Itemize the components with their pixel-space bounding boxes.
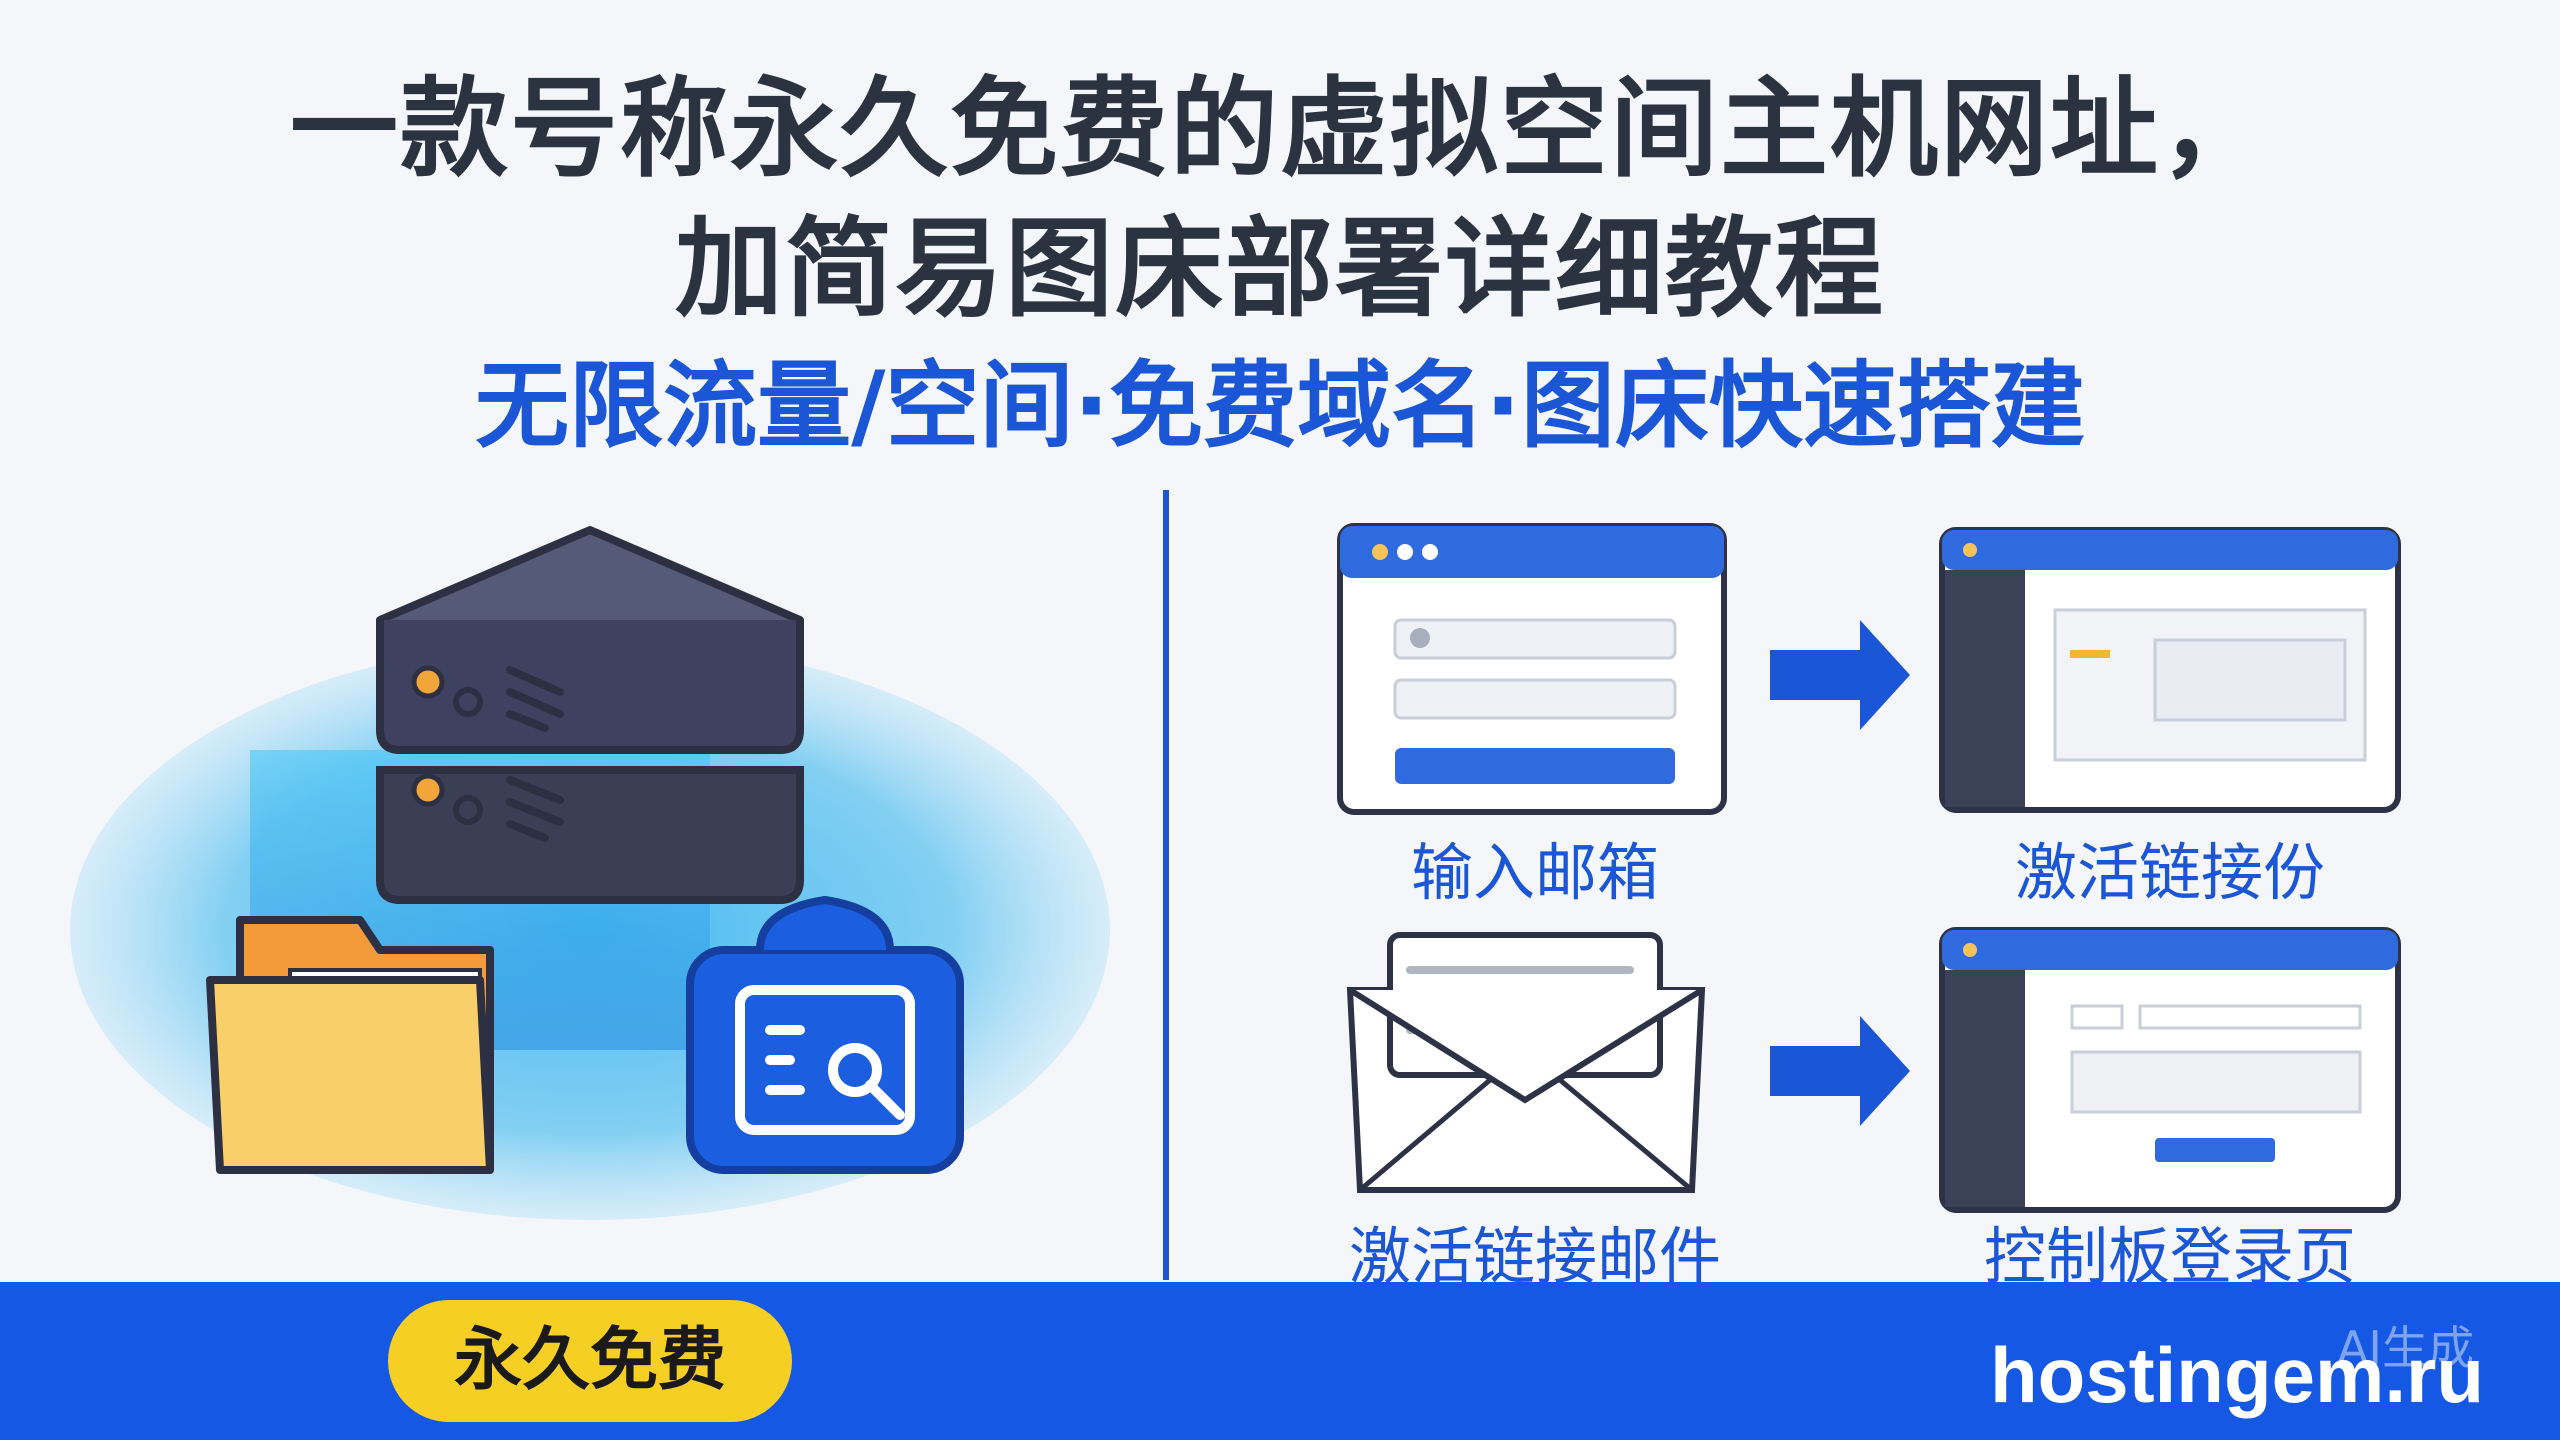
setup-steps: 输入邮箱 激活链接份 激活链接邮件 控制板登录页 [1180, 470, 2560, 1293]
subheadline: 无限流量/空间·免费域名·图床快速搭建 [475, 352, 2085, 461]
step-label-activation-email: 激活链接邮件 [1348, 1220, 1721, 1293]
ai-watermark: AI生成 [2336, 1321, 2474, 1375]
site-url: hostingem.ru [1989, 1331, 2484, 1419]
divider [1163, 490, 1169, 1280]
headline-line1: 一款号称永久免费的虚拟空间主机网址， [289, 67, 2270, 192]
step-label-control-panel: 控制板登录页 [1983, 1220, 2356, 1293]
free-forever-badge: 永久免费 [388, 1300, 792, 1422]
control-panel-icon [1939, 927, 2401, 1213]
hosting-illustration [0, 470, 1160, 1280]
login-form-icon [1337, 523, 1727, 815]
step-label-activation-link: 激活链接份 [2014, 836, 2325, 909]
step-label-enter-email: 输入邮箱 [1410, 836, 1659, 909]
dashboard-icon [1939, 527, 2401, 813]
envelope-icon [1346, 932, 1706, 1193]
arrow-right-icon [1770, 620, 1910, 730]
image-upload-icon [686, 895, 964, 1174]
headline-line2: 加简易图床部署详细教程 [674, 207, 1885, 332]
steps-graphic [1337, 523, 2401, 1213]
arrow-right-icon [1770, 1016, 1910, 1126]
server-icon [70, 526, 1110, 1220]
folder-icon [206, 916, 494, 1174]
